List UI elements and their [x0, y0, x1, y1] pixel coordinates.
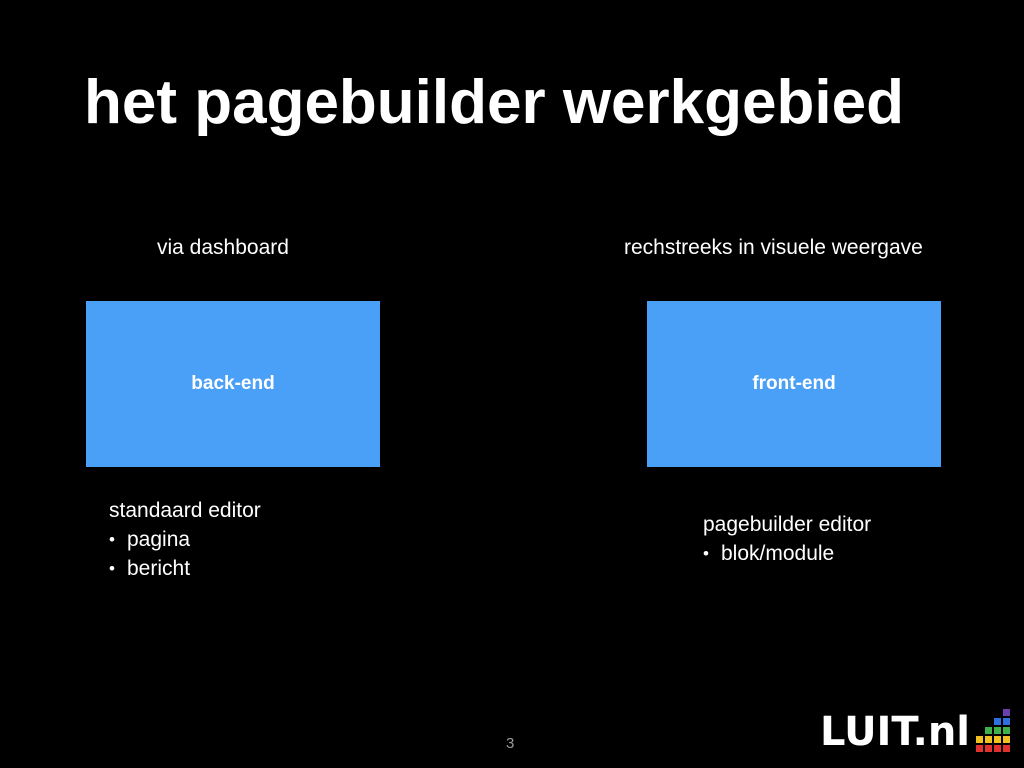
- page-number: 3: [506, 735, 515, 752]
- luit-logo: LUIT.nl: [820, 708, 1011, 755]
- logo-text: LUIT.nl: [820, 709, 971, 755]
- front-end-label: front-end: [752, 373, 836, 394]
- equalizer-icon: [976, 709, 1011, 752]
- left-bullet-pagina: pagina: [109, 525, 261, 554]
- back-end-label: back-end: [191, 373, 275, 394]
- right-notes: pagebuilder editor blok/module: [703, 510, 871, 568]
- left-bullet-bericht: bericht: [109, 554, 261, 583]
- left-notes-heading: standaard editor: [109, 499, 261, 522]
- back-end-box: back-end: [86, 301, 380, 467]
- right-notes-heading: pagebuilder editor: [703, 513, 872, 536]
- front-end-box: front-end: [647, 301, 941, 467]
- slide-title: het pagebuilder werkgebied: [84, 68, 904, 137]
- right-bullet-blok-module: blok/module: [703, 539, 871, 568]
- left-caption: via dashboard: [157, 236, 289, 259]
- right-caption: rechstreeks in visuele weergave: [624, 236, 923, 259]
- left-notes: standaard editor pagina bericht: [109, 496, 261, 583]
